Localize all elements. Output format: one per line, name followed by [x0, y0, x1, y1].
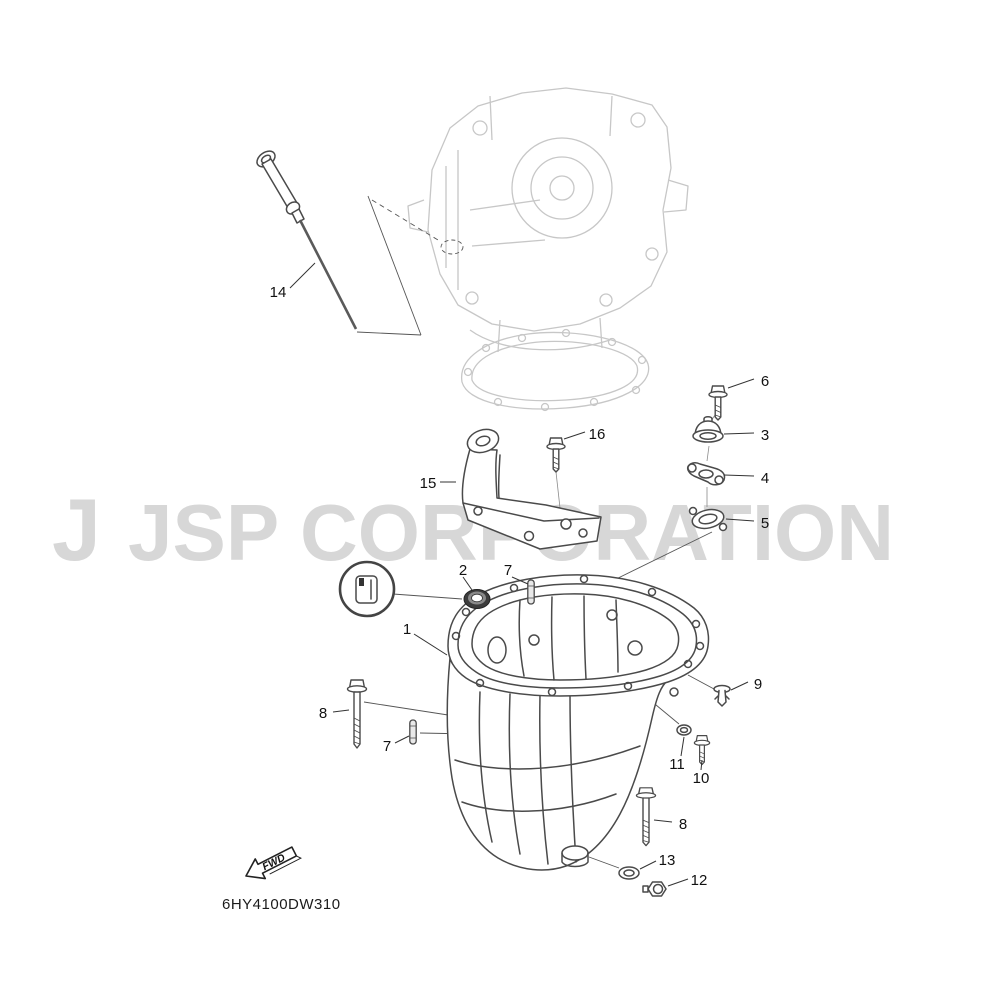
part-4-holder [686, 462, 726, 486]
callout-label-10: 10 [693, 770, 710, 787]
part-11-washer [676, 724, 692, 736]
callout-label-5: 5 [761, 515, 769, 532]
callout-label-13: 13 [659, 852, 676, 869]
callout-label-15: 15 [420, 475, 437, 492]
part-9-clip [713, 684, 731, 707]
part-2-oil-seal [463, 589, 491, 609]
part-14-oil-level-gauge [256, 150, 422, 336]
callout-label-7b: 7 [383, 738, 391, 755]
callout-label-6: 6 [761, 373, 769, 390]
dipstick-reference-lines [371, 199, 464, 255]
callout-label-16: 16 [589, 426, 606, 443]
part-3-cap [692, 416, 724, 443]
part-16-bolt [546, 437, 566, 473]
engine-block [407, 87, 689, 353]
part-1-oil-pan [446, 574, 710, 871]
callout-label-3: 3 [761, 427, 769, 444]
part-15-bracket [461, 428, 602, 550]
callout-label-7a: 7 [504, 562, 512, 579]
callout-label-8a: 8 [319, 705, 327, 722]
callout-label-1: 1 [403, 621, 411, 638]
callout-label-11: 11 [669, 756, 685, 773]
callout-labels: 14 6 16 3 15 4 5 2 7 1 9 8 7 11 10 8 13 … [270, 284, 770, 889]
callout-label-4: 4 [761, 470, 769, 487]
callout-label-2: 2 [459, 562, 467, 579]
callout-label-8b: 8 [679, 816, 687, 833]
fwd-arrow: FWD [245, 846, 302, 880]
diagram-code: 6HY4100DW310 [222, 896, 341, 913]
callout-label-12: 12 [691, 872, 708, 889]
watermark-logo: J [52, 480, 101, 579]
part-8-bolt-right [635, 787, 657, 847]
callout-label-9: 9 [754, 676, 762, 693]
leader-lines [289, 262, 755, 887]
seal-detail-magnifier [338, 560, 396, 618]
part-7-dowel-pin-left [409, 719, 417, 745]
part-5-gasket [688, 506, 728, 532]
part-8-bolt-left [346, 679, 368, 749]
part-12-drain-plug [642, 881, 667, 897]
cylinder-gasket [461, 328, 650, 412]
callout-label-14: 14 [270, 284, 287, 301]
part-13-drain-gasket [618, 866, 640, 880]
part-6-bolt [708, 385, 728, 421]
part-7-dowel-pin-top [527, 579, 535, 605]
